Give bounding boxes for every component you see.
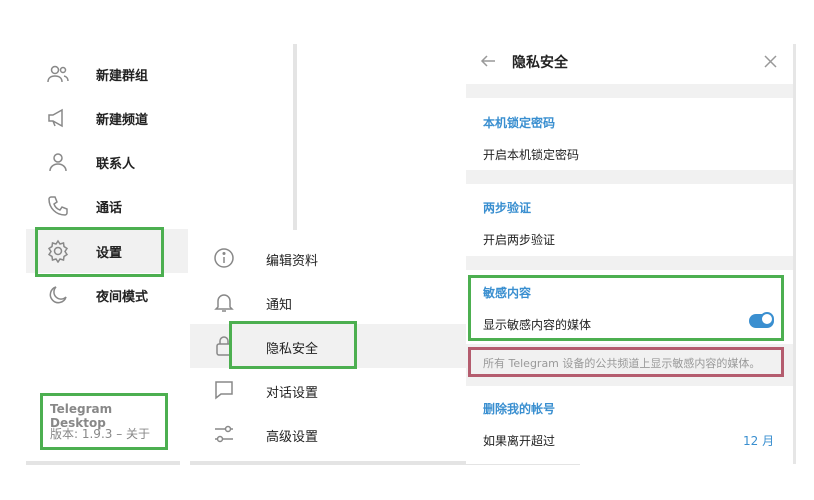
version-about-link[interactable]: 版本: 1.9.3 – 关于 <box>50 427 151 441</box>
privacy-panel-scrollbar[interactable] <box>793 44 796 464</box>
settings-icon <box>47 239 69 263</box>
settings-item-label: 编辑资料 <box>266 254 319 269</box>
enable-passcode-row[interactable]: 开启本机锁定密码 <box>483 148 580 162</box>
calls-icon <box>48 196 68 216</box>
menu-item-label: 新建群组 <box>96 68 149 84</box>
section-title-two-step: 两步验证 <box>483 201 532 215</box>
sensitive-note: 所有 Telegram 设备的公共频道上显示敏感内容的媒体。 <box>483 357 761 370</box>
info-icon <box>214 248 234 268</box>
settings-item-label: 对话设置 <box>266 386 319 401</box>
contacts-icon <box>49 153 67 172</box>
close-icon[interactable] <box>764 55 777 68</box>
settings-item-notifications[interactable]: 通知 <box>190 280 466 324</box>
menu-item-calls[interactable]: 通话 <box>26 184 188 228</box>
section-title-sensitive: 敏感内容 <box>483 286 532 300</box>
highlight-sensitive-content <box>468 275 784 341</box>
section-divider <box>466 84 794 98</box>
away-period-value[interactable]: 12 月 <box>743 434 775 448</box>
section-title-passcode: 本机锁定密码 <box>483 116 556 130</box>
menu-item-label: 新建频道 <box>96 112 149 128</box>
menu-item-label: 设置 <box>96 245 123 261</box>
app-name: Telegram Desktop <box>50 402 113 430</box>
left-panel-bottom-scrollbar <box>26 461 180 465</box>
new-channel-icon <box>48 108 63 128</box>
menu-item-new-channel[interactable]: 新建频道 <box>26 96 188 140</box>
settings-item-chat[interactable]: 对话设置 <box>190 368 466 412</box>
back-arrow-icon[interactable] <box>480 53 496 69</box>
menu-item-label: 通话 <box>96 200 123 216</box>
chat-icon <box>215 381 233 400</box>
highlight-privacy <box>229 321 357 369</box>
settings-item-label: 通知 <box>266 298 293 313</box>
section-divider <box>466 170 794 184</box>
privacy-panel <box>466 44 796 464</box>
settings-panel-bottom-scrollbar <box>190 461 580 465</box>
highlight-settings <box>35 227 164 277</box>
menu-item-label: 夜间模式 <box>96 289 149 305</box>
sliders-icon <box>215 425 233 443</box>
settings-item-edit-profile[interactable]: 编辑资料 <box>190 236 466 280</box>
menu-item-label: 联系人 <box>96 156 136 172</box>
sensitive-note-area <box>466 344 794 386</box>
bell-icon <box>214 294 234 312</box>
menu-item-night-mode[interactable]: 夜间模式 <box>26 273 188 317</box>
section-divider <box>466 256 794 270</box>
page-title: 隐私安全 <box>512 55 568 71</box>
new-group-icon <box>47 65 69 83</box>
section-title-delete-account: 删除我的帐号 <box>483 402 556 416</box>
settings-item-privacy[interactable]: 隐私安全 <box>190 324 466 368</box>
settings-item-label: 隐私安全 <box>266 342 319 357</box>
delete-if-away-row[interactable]: 如果离开超过 <box>483 434 556 448</box>
night-mode-icon <box>49 286 67 304</box>
menu-item-contacts[interactable]: 联系人 <box>26 140 188 184</box>
settings-menu-panel: 编辑资料 通知 隐私安全 对话设置 高级设置 <box>190 235 466 465</box>
menu-item-new-group[interactable]: 新建群组 <box>26 52 188 96</box>
enable-two-step-row[interactable]: 开启两步验证 <box>483 233 556 247</box>
highlight-version <box>40 393 168 450</box>
settings-item-advanced[interactable]: 高级设置 <box>190 412 466 456</box>
show-sensitive-media-row[interactable]: 显示敏感内容的媒体 <box>483 318 592 332</box>
toggle-knob <box>760 312 774 326</box>
highlight-sensitive-note <box>468 347 784 377</box>
left-panel-scrollbar <box>293 44 297 230</box>
version-info: Telegram Desktop 版本: 1.9.3 – 关于 <box>46 392 164 446</box>
settings-item-label: 高级设置 <box>266 430 319 445</box>
menu-item-settings[interactable]: 设置 <box>26 229 188 273</box>
